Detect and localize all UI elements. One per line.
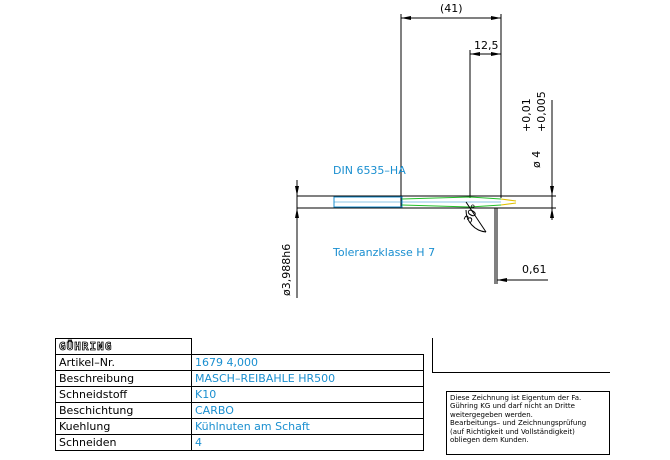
arrow xyxy=(295,186,299,196)
dim-overall-length: (41) xyxy=(440,2,463,15)
row-label: Artikel–Nr. xyxy=(55,354,192,371)
arrow xyxy=(470,52,480,56)
arrow xyxy=(550,186,554,196)
arrow xyxy=(497,278,507,282)
tol-lower: +0,005 xyxy=(535,91,548,132)
table-row: Beschichtung CARBO xyxy=(55,402,424,419)
row-label: Schneiden xyxy=(55,434,192,451)
row-value: 4 xyxy=(191,434,424,451)
row-value: CARBO xyxy=(191,402,424,419)
notice-line: Diese Zeichnung ist Eigentum der Fa. xyxy=(450,394,582,402)
row-label: Beschreibung xyxy=(55,370,192,387)
angle-leader xyxy=(465,201,487,233)
notice-line: weitergegeben werden. xyxy=(450,410,533,419)
table-row: Kuehlung Kühlnuten am Schaft xyxy=(55,418,424,435)
tolerance-label: Toleranzklasse H 7 xyxy=(332,246,435,259)
arrow xyxy=(401,16,411,20)
title-block-divider xyxy=(432,338,433,372)
standard-label: DIN 6535–HA xyxy=(333,164,406,177)
title-block: GÜHRING Artikel–Nr. 1679 4,000 Beschreib… xyxy=(55,338,424,451)
notice-line: obliegen dem Kunden. xyxy=(450,436,529,445)
row-value: Kühlnuten am Schaft xyxy=(191,418,424,435)
table-row: Artikel–Nr. 1679 4,000 xyxy=(55,354,424,371)
dim-lead: 0,61 xyxy=(522,263,547,276)
company-logo: GÜHRING xyxy=(59,340,113,354)
notice-line: Bearbeitungs– und Zeichnungsprüfung xyxy=(450,419,587,428)
row-value: 1679 4,000 xyxy=(191,354,424,371)
row-value: MASCH–REIBAHLE HR500 xyxy=(191,370,424,387)
notice-line: (auf Richtigkeit und Vollständigkeit) xyxy=(450,427,575,436)
dim-shank-length: 12,5 xyxy=(474,39,499,52)
tol-upper: +0,01 xyxy=(520,98,533,132)
title-block-divider xyxy=(432,372,610,373)
row-label: Kuehlung xyxy=(55,418,192,435)
tool-chamfer xyxy=(500,198,517,202)
row-value: K10 xyxy=(191,386,424,403)
arrow xyxy=(550,208,554,218)
table-row: Beschreibung MASCH–REIBAHLE HR500 xyxy=(55,370,424,387)
tool-flute xyxy=(401,204,502,208)
dim-head-diameter: ø 4 xyxy=(530,151,543,168)
dim-shaft-diameter: ø3,988h6 xyxy=(280,244,293,296)
table-row: Schneidstoff K10 xyxy=(55,386,424,403)
tool-chamfer xyxy=(500,202,517,206)
arrow xyxy=(491,16,501,20)
row-label: Schneidstoff xyxy=(55,386,192,403)
arrow xyxy=(491,52,501,56)
copyright-notice: Diese Zeichnung ist Eigentum der Fa. Güh… xyxy=(446,391,610,455)
logo-cell: GÜHRING xyxy=(55,338,192,355)
angle-arc xyxy=(465,209,487,233)
tool-flute xyxy=(401,196,502,200)
arrow xyxy=(295,208,299,218)
notice-line: Gühring KG und darf nicht an Dritte xyxy=(450,402,575,411)
table-row: Schneiden 4 xyxy=(55,434,424,451)
row-label: Beschichtung xyxy=(55,402,192,419)
